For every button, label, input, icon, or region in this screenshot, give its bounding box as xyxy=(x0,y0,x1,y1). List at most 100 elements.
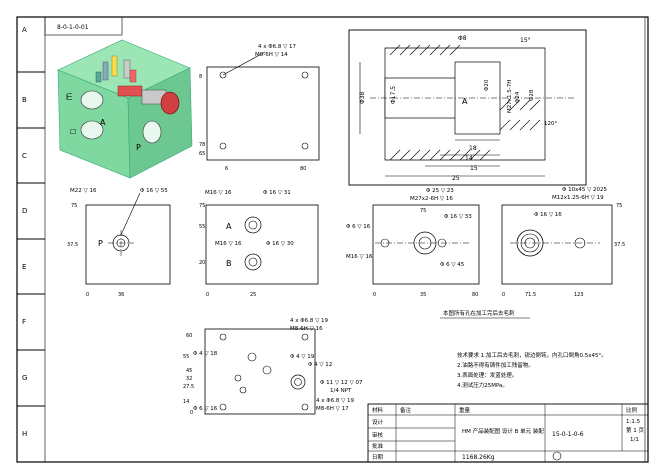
sheet-id-box xyxy=(44,16,123,36)
tb-drawing-number: 15-0-1-0-6 xyxy=(552,431,584,438)
bottom-callout-7: Φ 11 ▽ 12 ▽ 07 xyxy=(320,380,363,386)
face2-dim-x1: 25 xyxy=(250,292,256,298)
bottom-dim-y4: 27.5 xyxy=(183,384,194,390)
face1-dim-x1: 36 xyxy=(118,292,124,298)
face4-dim-x1: 71.5 xyxy=(525,292,536,298)
topview-callout-1: 4 x Φ6.8 ▽ 17 xyxy=(258,44,297,50)
face4-callout-2: M12x1.25-6H ▽ 19 xyxy=(552,195,604,201)
sec-dim-angle: 120° xyxy=(544,121,557,127)
note-2: 2.油路不得有铸件加工残留物。 xyxy=(457,361,534,369)
zone-D: D xyxy=(22,207,27,215)
face4-callout-1: Φ 10x45 ▽ 2025 xyxy=(562,187,608,193)
face3-callout-2: M27x2-6H ▽ 16 xyxy=(410,196,453,202)
zone-G: G xyxy=(22,374,27,382)
bottom-callout-8: 1/4 NPT xyxy=(330,388,352,394)
sec-dim-18: 18 xyxy=(469,145,477,152)
face2-port-a: A xyxy=(226,222,232,231)
bottom-dim-y6: 0 xyxy=(190,410,193,416)
face3-callout-5: M16 ▽ 16 xyxy=(346,254,373,260)
tb-label-remark: 备注 xyxy=(400,406,412,414)
tb-label-date: 日期 xyxy=(372,454,384,461)
iso-view: ᗴ A P ☐ xyxy=(57,39,193,179)
face4-dim-x2: 123 xyxy=(574,292,584,298)
face3-dim-x0: 0 xyxy=(373,292,376,298)
face-1: P M22 ▽ 16 Φ 16 ▽ 55 75 37.5 0 36 xyxy=(67,188,171,298)
sec-dim-17: Φ17.5 xyxy=(390,86,397,104)
tb-label-approve: 批准 xyxy=(372,442,384,450)
bottom-callout-9: 4 x Φ6.8 ▽ 19 xyxy=(316,398,355,404)
leader-note: 本图所有孔在加工完后去毛刺 xyxy=(443,309,515,317)
zone-E: E xyxy=(22,263,26,271)
bottom-dim-y1: 55 xyxy=(183,354,189,360)
face-2: A B M16 ▽ 16 Φ 16 ▽ 31 M16 ▽ 16 Φ 16 ▽ 3… xyxy=(199,190,319,298)
face3-callout-6: Φ 6 ▽ 45 xyxy=(440,262,465,268)
zone-A: A xyxy=(22,26,27,34)
svg-text:☐: ☐ xyxy=(70,128,76,136)
face1-dim-h: 75 xyxy=(71,203,77,209)
topview-dim-y1: 8 xyxy=(199,74,202,80)
face2-port-b: B xyxy=(226,259,232,268)
svg-text:A: A xyxy=(100,118,106,127)
zone-C: C xyxy=(22,152,27,160)
face3-callout-3: Φ 16 ▽ 33 xyxy=(444,214,472,220)
bottom-callout-10: M8-6H ▽ 17 xyxy=(316,406,349,412)
face-3: Φ 25 ▽ 23 M27x2-6H ▽ 16 Φ 16 ▽ 33 Φ 6 ▽ … xyxy=(346,188,480,298)
tb-project: HM 产品装配图 设计 B 单元 装配 xyxy=(462,427,544,435)
note-3: 3.表面处理：发蓝处理。 xyxy=(457,371,517,379)
face3-callout-1: Φ 25 ▽ 23 xyxy=(426,188,454,194)
sec-dim-28: Φ28 xyxy=(529,89,535,101)
topview-dim-y2: 78 xyxy=(199,142,205,148)
title-block: 材料 设计 审核 批准 日期 备注 重量 HM 产品装配图 设计 B 单元 装配… xyxy=(367,403,649,463)
top-view: 4 x Φ6.8 ▽ 17 M8-6H ▽ 14 8 78 65 6 80 xyxy=(199,44,320,172)
face3-dim-x2: 80 xyxy=(472,292,478,298)
face2-callout-4: Φ 16 ▽ 30 xyxy=(266,241,294,247)
face1-callout-2: Φ 16 ▽ 55 xyxy=(140,188,168,194)
logo-icon xyxy=(552,451,562,461)
sheet-id: 8-0-1-0-01 xyxy=(57,24,89,31)
tb-sheet-count: 1/1 xyxy=(630,437,639,443)
sec-dim-15: 15° xyxy=(520,37,531,44)
sec-dim-20: Φ20 xyxy=(484,79,490,91)
bottom-dim-y5: 14 xyxy=(183,399,189,405)
tb-mass: 1168.26Kg xyxy=(462,454,495,461)
tb-label-material: 材料 xyxy=(372,406,384,414)
tb-sheet-label: 第 1 页 xyxy=(626,426,644,434)
topview-callout-2: M8-6H ▽ 14 xyxy=(255,52,288,58)
bottom-callout-2: M8-6H ▽ 16 xyxy=(290,326,323,332)
sec-dim-24: Φ24 xyxy=(515,91,521,103)
bottom-view: 60 55 45 32 27.5 14 0 4 x Φ6.8 ▽ 19 M8-6… xyxy=(183,318,363,416)
face2-callout-2: Φ 16 ▽ 31 xyxy=(263,190,291,196)
face4-dim-x0: 0 xyxy=(502,292,505,298)
bottom-dim-y0: 60 xyxy=(186,333,192,339)
face4-callout-3: Φ 16 ▽ 16 xyxy=(534,212,562,218)
topview-dim-y3: 65 xyxy=(199,151,205,157)
face1-dim-x0: 0 xyxy=(86,292,89,298)
tb-label-weight: 重量 xyxy=(459,406,471,414)
bottom-callout-3: Φ 4 ▽ 18 xyxy=(193,351,218,357)
sec-label-a: A xyxy=(462,97,468,106)
face1-port: P xyxy=(98,239,103,248)
face1-dim-m: 37.5 xyxy=(67,242,78,248)
topview-dim-x2: 80 xyxy=(300,166,306,172)
section-detail: Φ38 Φ17.5 Φ8 15° Φ20 M27x1.5-7H Φ24 Φ28 … xyxy=(348,29,587,186)
face2-callout-1: M16 ▽ 16 xyxy=(205,190,232,196)
svg-text:P: P xyxy=(136,143,141,152)
face4-dim-h: 75 xyxy=(616,203,622,209)
zone-B: B xyxy=(22,96,27,104)
bottom-dim-y3: 32 xyxy=(186,376,192,382)
tb-label-design: 设计 xyxy=(372,418,384,426)
bottom-callout-6: Φ 6 ▽ 16 xyxy=(193,406,218,412)
face2-callout-3: M16 ▽ 16 xyxy=(215,241,242,247)
sec-dim-15-len: 15 xyxy=(470,165,478,172)
zone-F: F xyxy=(22,318,26,326)
note-4: 4.测试压力25MPa。 xyxy=(457,381,508,389)
face3-dim-h: 75 xyxy=(420,208,426,214)
topview-dim-x1: 6 xyxy=(225,166,228,172)
sec-dim-8: Φ8 xyxy=(458,35,467,42)
tech-notes: 技术要求 1.加工后去毛刺，锐边倒钝，内孔口倒角0.5x45°。 2.油路不得有… xyxy=(457,351,607,389)
bottom-callout-1: 4 x Φ6.8 ▽ 19 xyxy=(290,318,329,324)
face2-dim-a: 55 xyxy=(199,224,205,230)
sec-dim-25: 25 xyxy=(452,175,460,182)
